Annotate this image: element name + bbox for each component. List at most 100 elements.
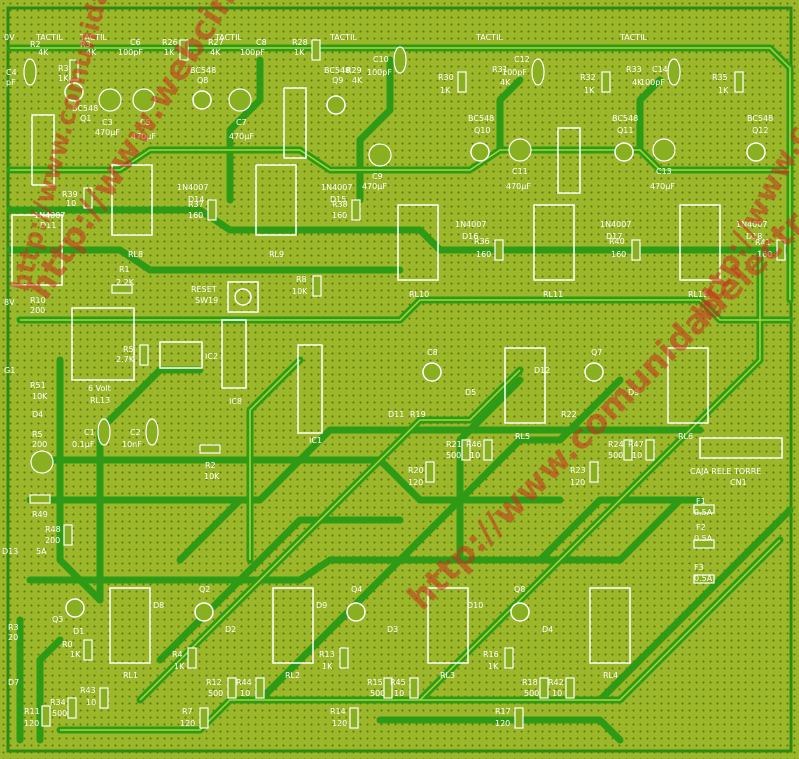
- component-label: C7: [236, 118, 247, 127]
- component-label: 10: [240, 689, 251, 698]
- component-label: R19: [410, 410, 426, 419]
- component-label: TACTIL: [476, 33, 503, 42]
- component-label: C8: [427, 348, 438, 357]
- component-label: RL1: [123, 671, 139, 680]
- component-label: 1N4007: [455, 220, 487, 229]
- component-label: 160: [757, 250, 773, 259]
- component-label: 120: [332, 719, 348, 728]
- component-label: 470µF: [362, 182, 387, 191]
- component-label: 4K: [38, 48, 49, 57]
- thin-traces: [10, 47, 791, 731]
- component-label: R16: [483, 650, 499, 659]
- component-label: 1N4007: [736, 220, 768, 229]
- component-label: D7: [8, 678, 20, 687]
- component-label: 0.1µF: [72, 440, 95, 449]
- component-label: D16: [462, 232, 479, 241]
- component-label: RL9: [269, 250, 285, 259]
- component-label: D4: [32, 410, 44, 419]
- component-label: RL8: [128, 250, 144, 259]
- component-label: 160: [611, 250, 627, 259]
- component-label: D11: [40, 221, 57, 230]
- component-label: 0.5A: [694, 574, 713, 583]
- component-label: R1: [119, 265, 130, 274]
- component-label: 4K: [632, 78, 643, 87]
- component-label: 1N4007: [321, 183, 353, 192]
- component-label: RL12: [688, 290, 709, 299]
- component-label: R45: [390, 678, 406, 687]
- component-label: 470µF: [650, 182, 675, 191]
- component-label: D18: [746, 232, 763, 241]
- component-label: RESET: [191, 285, 217, 294]
- component-label: 4K: [352, 76, 363, 85]
- component-label: C2: [130, 428, 141, 437]
- component-label: 1K: [322, 662, 333, 671]
- component-label: R12: [206, 678, 222, 687]
- component-label: 470µF: [95, 128, 120, 137]
- component-label: 500: [52, 709, 68, 718]
- component-label: R2: [205, 461, 216, 470]
- component-label: 500: [370, 689, 386, 698]
- component-label: R17: [495, 707, 511, 716]
- component-label: C10: [373, 55, 389, 64]
- component-label: R10: [30, 296, 46, 305]
- component-label: IC1: [309, 436, 323, 445]
- component-label: R8: [296, 275, 307, 284]
- component-label: 500: [446, 451, 462, 460]
- component-label: 1N4007: [600, 220, 632, 229]
- component-label: D17: [606, 232, 623, 241]
- component-label: R48: [45, 525, 61, 534]
- component-label: R28: [292, 38, 308, 47]
- component-label: 500: [608, 451, 624, 460]
- component-label: 8V: [4, 298, 15, 307]
- component-label: RL6: [678, 432, 694, 441]
- component-label: TACTIL: [36, 33, 63, 42]
- component-label: 10: [552, 689, 563, 698]
- component-label: C12: [514, 55, 530, 64]
- component-label: 5A: [36, 547, 47, 556]
- component-label: R5: [123, 345, 134, 354]
- component-label: 100pF: [367, 68, 392, 77]
- component-label: 1K: [440, 86, 451, 95]
- component-label: R31: [492, 65, 508, 74]
- component-label: C11: [512, 167, 528, 176]
- component-label: 4K: [500, 78, 511, 87]
- component-label: D10: [467, 601, 484, 610]
- component-label: C8: [256, 38, 267, 47]
- component-label: SW19: [195, 296, 219, 305]
- component-label: R40: [609, 237, 625, 246]
- ic-chips: [31, 87, 581, 434]
- component-label: R3: [8, 623, 19, 632]
- component-label: C13: [656, 167, 672, 176]
- component-label: 120: [180, 719, 196, 728]
- component-label: R24: [608, 440, 624, 449]
- component-label: Q4: [351, 585, 363, 594]
- component-label: R2: [30, 40, 41, 49]
- component-label: D2: [225, 625, 237, 634]
- component-label: R37: [188, 200, 204, 209]
- component-label: 0V: [4, 33, 15, 42]
- component-label: 2.2K: [116, 278, 134, 287]
- component-label: 120: [24, 719, 40, 728]
- component-label: 10K: [32, 392, 48, 401]
- component-label: 6 Volt: [88, 384, 111, 393]
- component-label: 1K: [174, 662, 185, 671]
- component-label: Q12: [752, 126, 769, 135]
- relays: [11, 164, 721, 664]
- component-label: 100pF: [118, 48, 143, 57]
- component-label: 20: [8, 633, 19, 642]
- component-label: D8: [153, 601, 165, 610]
- component-label: C5: [140, 118, 151, 127]
- component-label: 10K: [204, 472, 220, 481]
- component-label: R39: [62, 190, 78, 199]
- component-label: G1: [4, 366, 16, 375]
- component-label: TACTIL: [620, 33, 647, 42]
- component-label: 100pF: [640, 78, 665, 87]
- component-label: 470µF: [506, 182, 531, 191]
- component-label: 0.5A: [694, 534, 713, 543]
- component-label: 470µF: [229, 132, 254, 141]
- component-label: 10nF: [122, 440, 142, 449]
- connector-cn1: [699, 437, 783, 459]
- component-label: TACTIL: [215, 33, 242, 42]
- component-label: R22: [561, 410, 577, 419]
- component-label: D4: [542, 625, 554, 634]
